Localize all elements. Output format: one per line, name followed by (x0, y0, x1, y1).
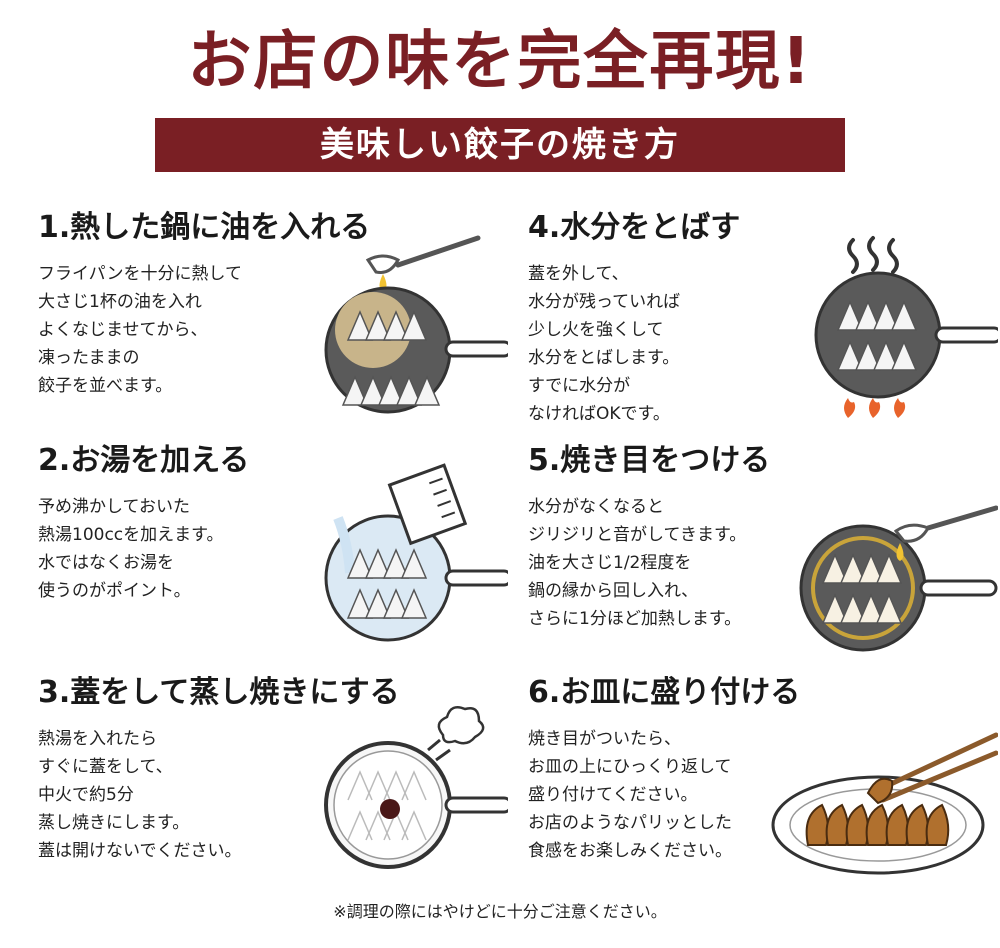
page-title: お店の味を完全再現! (187, 25, 813, 99)
step-5: 5.焼き目をつける 水分がなくなると ジリジリと音がしてきます。 油を大さじ1/… (528, 443, 998, 663)
frying-pan-icon (768, 230, 998, 420)
step-title: 2.お湯を加える (38, 443, 250, 478)
oil-spoon-icon (768, 463, 998, 653)
step-title: 4.水分をとばす (528, 210, 741, 245)
flame-icon (844, 398, 906, 418)
step-title: 6.お皿に盛り付ける (528, 675, 801, 710)
frying-pan-icon (278, 230, 508, 420)
measuring-cup-icon (278, 463, 508, 653)
subtitle-banner: 美味しい餃子の焼き方 (155, 118, 845, 172)
step-title: 5.焼き目をつける (528, 443, 771, 478)
step-3: 3.蓋をして蒸し焼きにする 熱湯を入れたら すぐに蓋をして、 中火で約5分 蒸し… (38, 675, 508, 895)
step-title: 1.熱した鍋に油を入れる (38, 210, 371, 245)
step-4: 4.水分をとばす 蓋を外して、 水分が残っていれば 少し火を強くして 水分をとば… (528, 210, 998, 430)
steam-icon (437, 706, 485, 745)
step-6: 6.お皿に盛り付ける 焼き目がついたら、 お皿の上にひっくり返して 盛り付けてく… (528, 675, 998, 895)
chopsticks-icon (875, 732, 998, 803)
lid-icon (278, 695, 508, 885)
step-text: 焼き目がついたら、 お皿の上にひっくり返して 盛り付けてください。 お店のような… (528, 729, 732, 861)
step-text: 熱湯を入れたら すぐに蓋をして、 中火で約5分 蒸し焼きにします。 蓋は開けない… (38, 729, 242, 861)
gyoza-icon (805, 803, 950, 846)
step-text: 蓋を外して、 水分が残っていれば 少し火を強くして 水分をとばします。 すでに水… (528, 264, 681, 424)
plate-icon (768, 695, 998, 885)
footer-note: ※調理の際にはやけどに十分ご注意ください。 (333, 902, 667, 921)
step-text: フライパンを十分に熱して 大さじ1杯の油を入れ よくなじませてから、 凍ったまま… (38, 264, 242, 396)
step-text: 水分がなくなると ジリジリと音がしてきます。 油を大さじ1/2程度を 鍋の縁から… (528, 497, 747, 629)
step-title: 3.蓋をして蒸し焼きにする (38, 675, 400, 710)
step-text: 予め沸かしておいた 熱湯100ccを加えます。 水ではなくお湯を 使うのがポイン… (38, 497, 224, 601)
step-2: 2.お湯を加える 予め沸かしておいた 熱湯100ccを加えます。 水ではなくお湯… (38, 443, 508, 663)
step-1: 1.熱した鍋に油を入れる フライパンを十分に熱して 大さじ1杯の油を入れ よくな… (38, 210, 508, 430)
